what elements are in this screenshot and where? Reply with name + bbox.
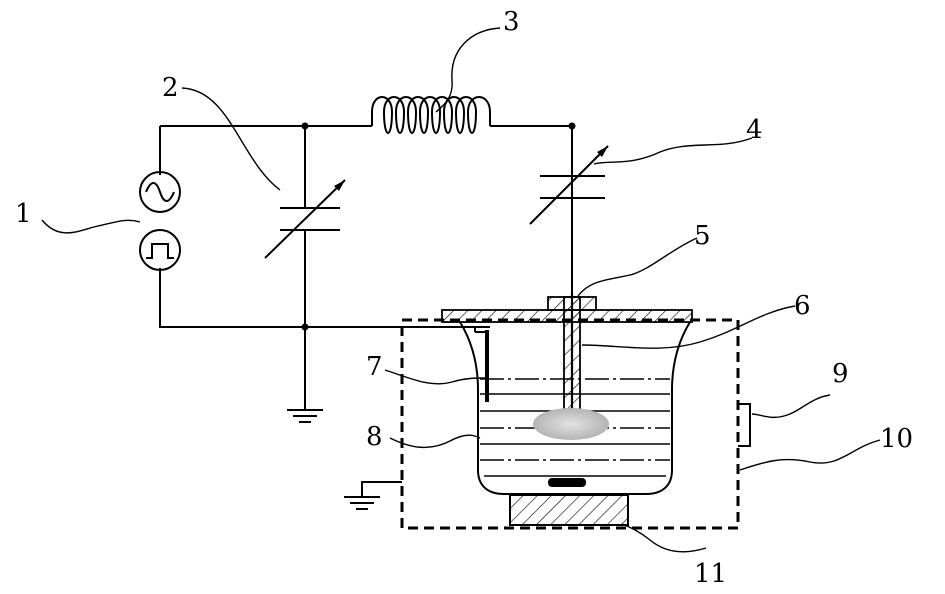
ground-icon-chamber [344,481,402,510]
label-10: 10 [880,424,913,454]
label-7: 7 [366,352,383,382]
ac-source-icon [139,171,181,213]
port-9 [738,403,751,447]
counter-electrode-7 [475,330,489,402]
component-labels: 1 2 3 4 5 6 7 8 9 10 11 [15,7,913,589]
label-6: 6 [794,291,811,321]
label-8: 8 [366,422,383,452]
ground-icon [287,409,323,423]
central-electrode-6 [563,293,581,411]
leader-lines [41,27,881,553]
plasma-glow [533,408,609,440]
label-4: 4 [746,115,763,145]
stir-bar [548,478,586,487]
label-2: 2 [162,73,179,103]
pulse-source-icon [139,229,181,271]
label-5: 5 [694,221,711,251]
circuit-wires [159,125,573,410]
label-1: 1 [15,199,32,229]
junction-dots [301,122,576,331]
variable-capacitor-4 [529,145,609,225]
label-11: 11 [694,559,727,589]
label-9: 9 [832,359,849,389]
label-3: 3 [503,7,520,37]
magnetic-stirrer-11 [509,494,629,526]
variable-capacitor-2 [264,179,346,259]
inductor-coil-3 [371,96,491,134]
